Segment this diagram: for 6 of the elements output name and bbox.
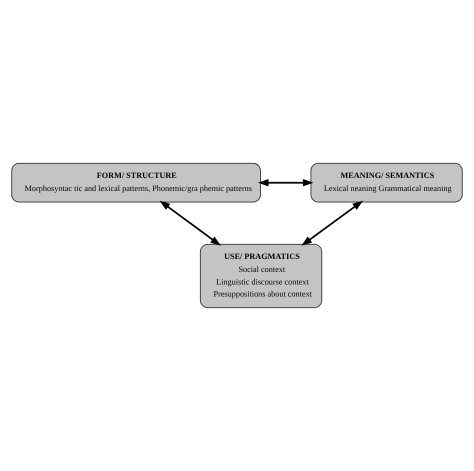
node-box: FORM/ STRUCTURE Morphosyntac tic and lexical patterns, Phonemic/gra phemic patterns: [11, 162, 261, 202]
node-box: USE/ PRAGMATICS Social context Linguistic discourse context Presuppositions about context: [200, 244, 322, 308]
arrow: [258, 179, 314, 186]
node-box: MEANING/ SEMANTICS Lexical neaning Grammatical meaning: [310, 162, 463, 202]
arrow: [160, 200, 221, 246]
arrow: [301, 200, 364, 246]
